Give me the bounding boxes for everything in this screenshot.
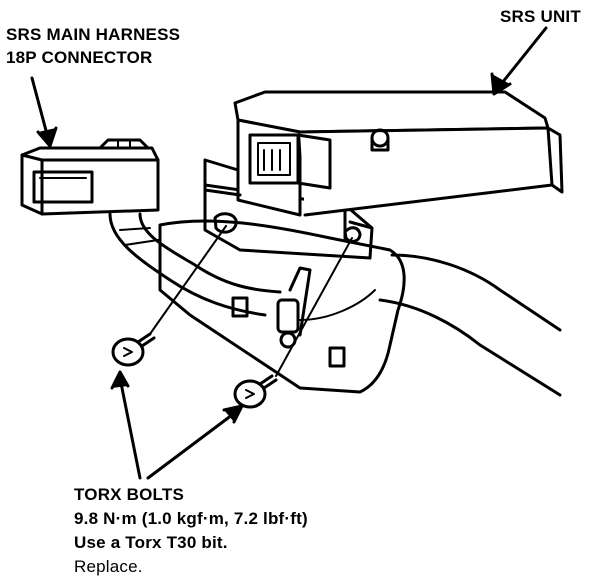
callout-arrows — [30, 26, 548, 480]
harness-connector-label-line2: 18P CONNECTOR — [6, 48, 153, 67]
torx-bolt-1 — [111, 332, 156, 367]
harness-connector-18p — [20, 138, 160, 216]
torx-bolt-2 — [233, 374, 278, 409]
harness-connector-label-line1: SRS MAIN HARNESS — [6, 25, 181, 44]
srs-unit-stud — [370, 128, 390, 148]
connector-latch — [32, 170, 94, 204]
srs-unit — [203, 90, 564, 243]
bracket-slot — [328, 346, 346, 368]
harness-cable — [108, 212, 282, 317]
torx-bolts-tool: Use a Torx T30 bit. — [74, 533, 228, 552]
torx-bolts-torque: 9.8 N·m (1.0 kgf·m, 7.2 lbf·ft) — [74, 509, 308, 528]
bolt-hole — [213, 212, 238, 234]
srs-unit-label: SRS UNIT — [500, 7, 581, 26]
installation-guide-lines — [149, 225, 353, 377]
torx-bolts-title: TORX BOLTS — [74, 485, 184, 504]
bolt-hole — [343, 226, 362, 243]
srs-unit-connector-port — [248, 133, 300, 185]
torx-bolts-note: Replace. — [74, 557, 143, 576]
steering-column — [378, 253, 562, 397]
